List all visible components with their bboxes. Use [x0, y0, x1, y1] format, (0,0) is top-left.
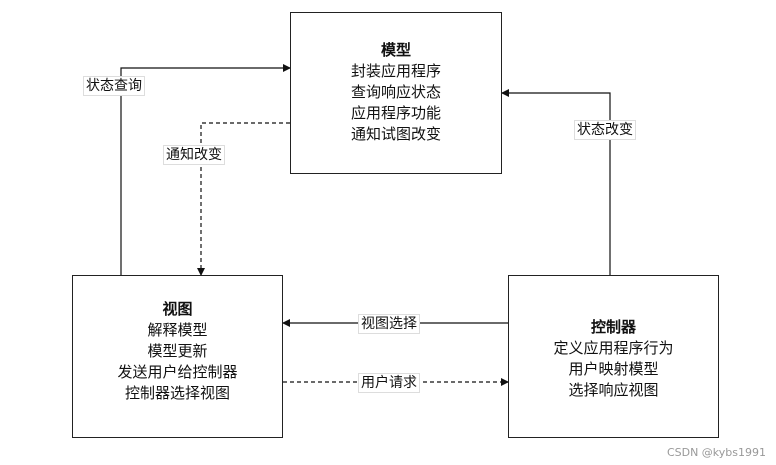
label-state-query: 状态查询 [83, 76, 145, 96]
view-line: 模型更新 [147, 342, 208, 360]
view-line: 发送用户给控制器 [117, 363, 238, 381]
model-box: 模型 封装应用程序 查询响应状态 应用程序功能 通知试图改变 [290, 12, 502, 174]
label-user-request: 用户请求 [358, 373, 420, 393]
controller-line: 用户映射模型 [568, 360, 659, 378]
label-state-change: 状态改变 [574, 120, 636, 140]
view-title: 视图 [162, 300, 193, 318]
label-view-select: 视图选择 [358, 314, 420, 334]
edge-state-change [501, 89, 611, 275]
controller-box: 控制器 定义应用程序行为 用户映射模型 选择响应视图 [508, 275, 719, 438]
controller-title: 控制器 [590, 318, 636, 336]
controller-line: 选择响应视图 [568, 381, 659, 399]
view-line: 控制器选择视图 [124, 384, 230, 402]
watermark: CSDN @kybs1991 [666, 446, 766, 459]
model-line: 应用程序功能 [350, 104, 441, 122]
edge-state-query [120, 64, 291, 275]
model-line: 查询响应状态 [350, 83, 441, 101]
controller-line: 定义应用程序行为 [553, 339, 674, 357]
view-line: 解释模型 [147, 321, 208, 339]
model-line: 通知试图改变 [350, 125, 441, 143]
edge-notify-change [197, 122, 290, 276]
label-notify-change: 通知改变 [163, 145, 225, 165]
model-line: 封装应用程序 [350, 62, 441, 80]
model-title: 模型 [380, 41, 411, 59]
view-box: 视图 解释模型 模型更新 发送用户给控制器 控制器选择视图 [72, 275, 283, 438]
